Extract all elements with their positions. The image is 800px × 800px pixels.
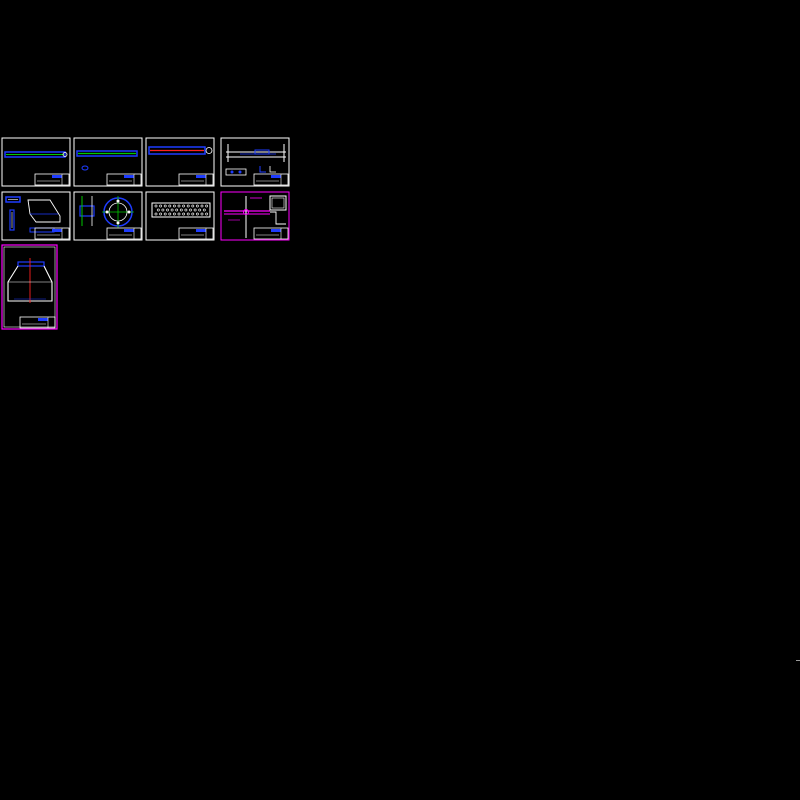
perforation-hole — [186, 204, 190, 208]
perforation-hole — [198, 208, 202, 212]
drawing-sheet-6[interactable] — [73, 191, 143, 241]
sheet-6-drawing — [79, 196, 134, 228]
sheet-5-title-block — [34, 227, 70, 240]
perforation-hole — [177, 204, 181, 208]
drawing-sheet-5[interactable] — [1, 191, 71, 241]
drawing-sheet-7[interactable] — [145, 191, 215, 241]
drawing-sheet-4[interactable] — [220, 137, 290, 187]
drawing-sheet-9[interactable] — [1, 244, 58, 330]
perforation-hole — [168, 204, 172, 208]
sheet-4-drawing — [225, 144, 286, 176]
drawing-sheet-2[interactable] — [73, 137, 143, 187]
perforation-hole — [154, 212, 158, 216]
perforation-hole — [156, 208, 160, 212]
sheet-2-title-block — [106, 173, 142, 186]
perforation-hole — [175, 208, 179, 212]
perforation-hole — [163, 212, 167, 216]
ucs-cursor-mark — [796, 660, 800, 661]
sheet-8-title-block — [253, 227, 289, 240]
perforation-hole — [182, 212, 186, 216]
perforation-hole — [154, 204, 158, 208]
perforation-hole — [205, 204, 209, 208]
perforation-hole — [195, 204, 199, 208]
perforation-hole — [172, 204, 176, 208]
sheet-2-drawing — [76, 150, 138, 171]
perforation-hole — [189, 208, 192, 212]
perforation-hole — [159, 204, 163, 208]
perforation-hole — [184, 208, 188, 212]
drawing-sheet-8[interactable] — [220, 191, 290, 241]
drawing-sheet-3[interactable] — [145, 137, 215, 187]
perforation-hole — [159, 212, 163, 216]
sheet-9-drawing — [7, 258, 53, 303]
sheet-1-title-block — [34, 173, 70, 186]
drawing-sheet-1[interactable] — [1, 137, 71, 187]
sheet-4-title-block — [253, 173, 289, 186]
sheet-3-drawing — [148, 146, 213, 155]
perforation-hole — [191, 212, 195, 216]
sheet-7-title-block — [178, 227, 214, 240]
perforation-hole — [179, 208, 183, 212]
perforation-hole — [202, 208, 206, 212]
sheet-7-drawing — [151, 202, 211, 218]
perforation-hole — [195, 212, 199, 216]
sheet-3-title-block — [178, 173, 214, 186]
perforation-hole — [166, 208, 169, 212]
perforation-holes — [154, 204, 209, 216]
perforation-hole — [172, 212, 176, 216]
perforation-hole — [200, 204, 204, 208]
perforation-hole — [205, 212, 209, 216]
perforation-hole — [193, 208, 197, 212]
perforation-hole — [191, 204, 195, 208]
perforation-hole — [186, 212, 190, 216]
sheet-8-drawing — [224, 195, 287, 238]
perforation-hole — [163, 204, 167, 208]
perforation-hole — [177, 212, 181, 216]
sheet-9-title-block — [19, 316, 56, 329]
perforation-hole — [168, 212, 172, 216]
perforation-hole — [170, 208, 174, 212]
perforation-hole — [161, 208, 165, 212]
sheet-6-title-block — [106, 227, 142, 240]
sheet-5-drawing — [5, 196, 61, 233]
perforation-hole — [182, 204, 186, 208]
sheet-1-drawing — [4, 151, 68, 158]
perforation-hole — [200, 212, 204, 216]
